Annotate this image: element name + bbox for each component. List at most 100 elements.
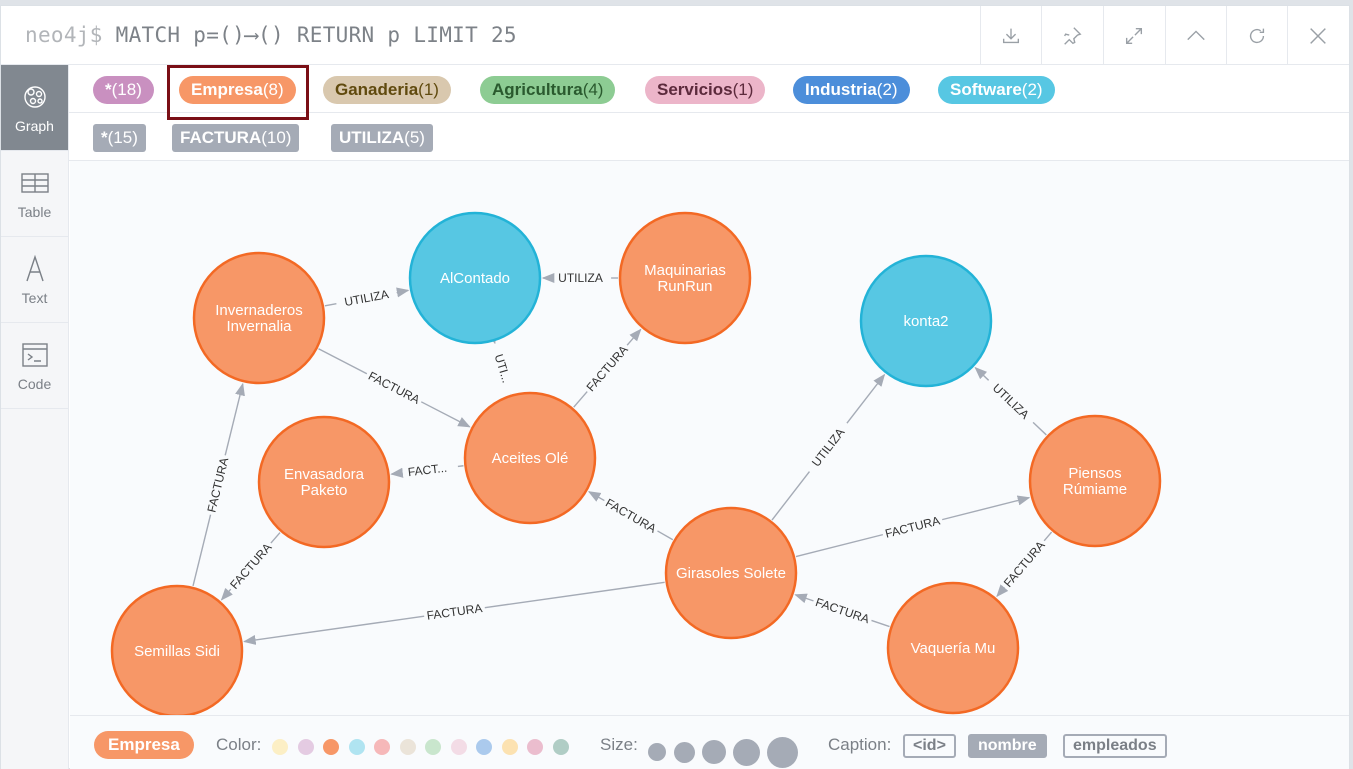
edge-line[interactable] bbox=[484, 581, 665, 609]
rel-type-tag-utiliza[interactable]: UTILIZA(5) bbox=[331, 124, 433, 152]
graph-node-girasoles[interactable]: Girasoles Solete bbox=[664, 506, 798, 640]
node-label-pill-empresa[interactable]: Empresa(8) bbox=[179, 76, 296, 104]
node-circle[interactable] bbox=[664, 506, 798, 640]
size-option-2[interactable] bbox=[674, 742, 695, 763]
edge-line[interactable] bbox=[626, 328, 642, 346]
pin-button[interactable] bbox=[1041, 6, 1102, 65]
color-swatch[interactable] bbox=[399, 739, 416, 755]
refresh-button[interactable] bbox=[1226, 6, 1287, 65]
node-circle[interactable] bbox=[859, 254, 993, 388]
size-option-1[interactable] bbox=[648, 743, 666, 761]
node-circle[interactable] bbox=[110, 584, 244, 715]
caption-option-empleados[interactable]: empleados bbox=[1063, 734, 1167, 758]
graph-node-aceites[interactable]: Aceites Olé bbox=[463, 391, 597, 525]
edge-line[interactable] bbox=[396, 287, 410, 298]
color-swatch[interactable] bbox=[450, 739, 467, 755]
edge-line[interactable] bbox=[942, 495, 1031, 521]
node-circle[interactable] bbox=[618, 211, 752, 345]
color-swatch[interactable] bbox=[323, 739, 339, 755]
relationship-edge[interactable]: FACTURA bbox=[243, 581, 665, 645]
relationship-edge[interactable]: UTILIZA bbox=[771, 373, 886, 521]
selected-label-pill[interactable]: Empresa bbox=[94, 731, 194, 759]
edge-line[interactable] bbox=[996, 584, 1009, 598]
node-circle[interactable] bbox=[408, 211, 542, 345]
edge-line[interactable] bbox=[318, 348, 368, 375]
edge-line[interactable] bbox=[587, 491, 605, 502]
node-circle[interactable] bbox=[257, 415, 391, 549]
node-circle[interactable] bbox=[1028, 414, 1162, 548]
color-swatch[interactable] bbox=[297, 739, 314, 755]
edge-line[interactable] bbox=[324, 302, 337, 307]
sidebar-item-table[interactable]: Table bbox=[1, 151, 68, 237]
edge-line[interactable] bbox=[657, 530, 674, 541]
size-option-4[interactable] bbox=[733, 739, 760, 766]
relationship-edge[interactable]: FACTURA bbox=[587, 491, 674, 541]
sidebar-item-text[interactable]: Text bbox=[1, 237, 68, 323]
edge-line[interactable] bbox=[243, 615, 425, 645]
relationship-edge[interactable]: FACT... bbox=[390, 461, 464, 479]
relationship-edge[interactable]: UTILIZA bbox=[541, 271, 618, 285]
color-swatch[interactable] bbox=[272, 739, 288, 755]
node-label-pill-agricultura[interactable]: Agricultura(4) bbox=[480, 76, 616, 104]
graph-node-konta2[interactable]: konta2 bbox=[859, 254, 993, 388]
relationship-edge[interactable]: FACTURA bbox=[794, 593, 890, 628]
edge-line[interactable] bbox=[573, 391, 588, 408]
edge-line[interactable] bbox=[457, 465, 464, 468]
edge-line[interactable] bbox=[224, 382, 245, 456]
node-circle[interactable] bbox=[886, 581, 1020, 715]
sidebar-item-code[interactable]: Code bbox=[1, 323, 68, 409]
relationship-edge[interactable]: FACTURA bbox=[996, 531, 1053, 598]
node-label-pill-industria[interactable]: Industria(2) bbox=[793, 76, 910, 104]
edge-line[interactable] bbox=[846, 373, 886, 424]
color-swatch[interactable] bbox=[476, 739, 492, 755]
relationship-edge[interactable]: FACTURA bbox=[318, 348, 471, 428]
relationship-edge[interactable]: FACTURA bbox=[795, 495, 1031, 558]
relationship-edge[interactable]: UTILIZA bbox=[974, 366, 1047, 436]
rel-type-tag-factura[interactable]: FACTURA(10) bbox=[172, 124, 300, 152]
edge-line[interactable] bbox=[192, 514, 212, 587]
download-button[interactable] bbox=[980, 6, 1041, 65]
query-text[interactable]: neo4j$ MATCH p=()⟶() RETURN p LIMIT 25 bbox=[25, 23, 517, 47]
edge-line[interactable] bbox=[871, 619, 890, 628]
relationship-edge[interactable]: FACTURA bbox=[192, 382, 245, 587]
node-label-pill-all[interactable]: *(18) bbox=[93, 76, 154, 104]
graph-node-vaqueria[interactable]: Vaquería Mu bbox=[886, 581, 1020, 715]
edge-line[interactable] bbox=[270, 532, 281, 544]
sidebar-item-graph[interactable]: Graph bbox=[1, 65, 68, 151]
edge-line[interactable] bbox=[1043, 531, 1053, 542]
relationship-edge[interactable]: FACTURA bbox=[220, 532, 281, 601]
node-circle[interactable] bbox=[192, 251, 326, 385]
relationship-edge[interactable]: UTI... bbox=[486, 330, 514, 395]
color-swatch[interactable] bbox=[425, 739, 441, 755]
graph-node-semillas[interactable]: Semillas Sidi bbox=[110, 584, 244, 715]
size-option-5[interactable] bbox=[767, 737, 798, 768]
color-swatch[interactable] bbox=[374, 739, 390, 755]
close-button[interactable] bbox=[1287, 6, 1348, 65]
edge-line[interactable] bbox=[1032, 421, 1047, 436]
relationship-edge[interactable]: UTILIZA bbox=[324, 287, 410, 309]
graph-node-alcontado[interactable]: AlContado bbox=[408, 211, 542, 345]
size-option-3[interactable] bbox=[702, 740, 726, 764]
node-label-pill-software[interactable]: Software(2) bbox=[938, 76, 1055, 104]
expand-button[interactable] bbox=[1103, 6, 1164, 65]
node-label-pill-servicios[interactable]: Servicios(1) bbox=[645, 76, 766, 104]
caption-option-id[interactable]: <id> bbox=[903, 734, 956, 758]
node-label-pill-ganaderia[interactable]: Ganaderia(1) bbox=[323, 76, 451, 104]
edge-line[interactable] bbox=[974, 366, 990, 381]
rel-type-tag-all[interactable]: *(15) bbox=[93, 124, 146, 152]
color-swatch[interactable] bbox=[527, 739, 543, 755]
color-swatch[interactable] bbox=[552, 739, 569, 755]
edge-line[interactable] bbox=[390, 467, 404, 478]
caption-option-nombre[interactable]: nombre bbox=[968, 734, 1047, 758]
relationship-edge[interactable]: FACTURA bbox=[573, 328, 642, 408]
edge-line[interactable] bbox=[794, 593, 814, 604]
color-swatch[interactable] bbox=[501, 739, 518, 755]
edge-line[interactable] bbox=[420, 401, 471, 428]
edge-line[interactable] bbox=[771, 471, 811, 521]
node-circle[interactable] bbox=[463, 391, 597, 525]
